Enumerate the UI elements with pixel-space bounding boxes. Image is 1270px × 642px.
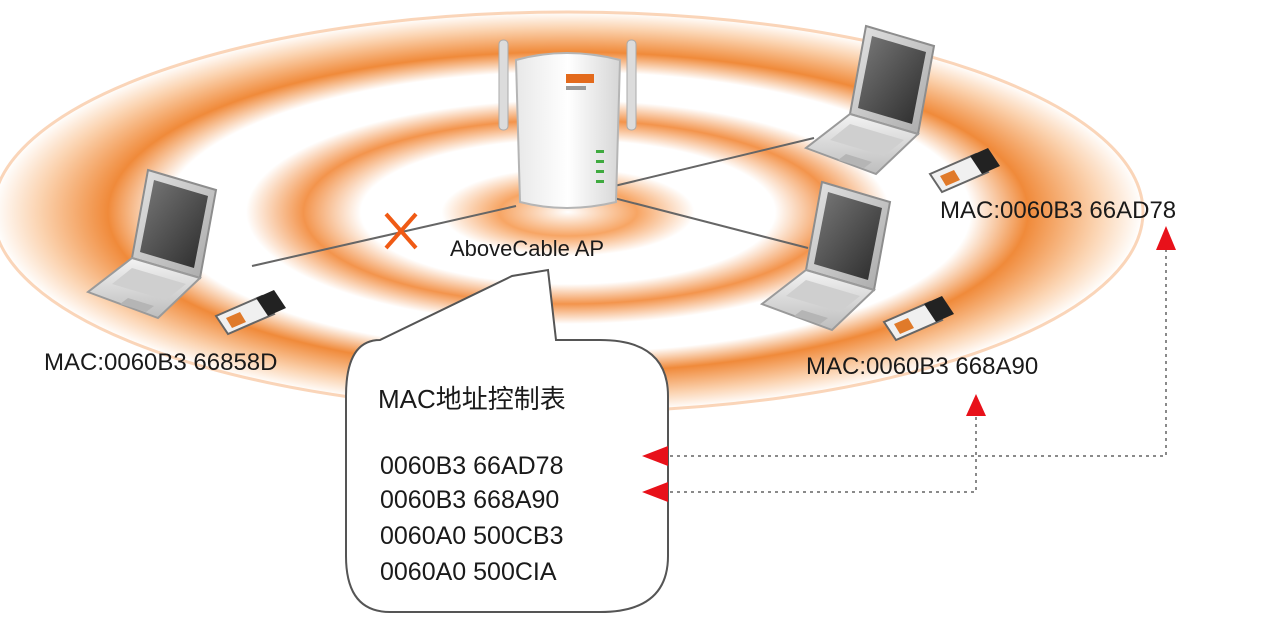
device-top-right-mac-label: MAC:0060B3 66AD78 (940, 197, 1176, 224)
arrow-head-icon (1156, 226, 1176, 250)
access-point (498, 39, 637, 209)
antenna-right (626, 39, 637, 131)
device-middle-right-mac-label: MAC:0060B3 668A90 (806, 353, 1038, 380)
device-left-mac-label: MAC:0060B3 66858D (44, 349, 277, 376)
blocked-x-icon (384, 212, 418, 250)
link-left-blocked (251, 205, 517, 267)
lookup-arrow-66AD78 (670, 234, 1167, 457)
link-top-right (605, 137, 815, 189)
access-point-label: AboveCable AP (450, 236, 604, 261)
lookup-arrows (642, 226, 1176, 502)
mac-table-entry: 0060A0 500CB3 (380, 522, 563, 550)
brand-logo (566, 74, 594, 83)
status-led-icon (596, 150, 604, 183)
arrow-head-icon (966, 394, 986, 416)
mac-table-entry: 0060B3 668A90 (380, 486, 559, 514)
mac-table-entry: 0060B3 66AD78 (380, 452, 563, 480)
antenna-left (498, 39, 509, 131)
arrow-head-icon (642, 482, 668, 502)
mac-table-title: MAC地址控制表 (378, 384, 566, 414)
mac-table-entry: 0060A0 500CIA (380, 558, 557, 586)
link-middle-right (605, 195, 809, 249)
mac-table-callout (345, 268, 669, 613)
connection-lines (251, 137, 815, 267)
lookup-arrow-668A90 (670, 402, 977, 493)
arrow-head-icon (642, 446, 668, 466)
